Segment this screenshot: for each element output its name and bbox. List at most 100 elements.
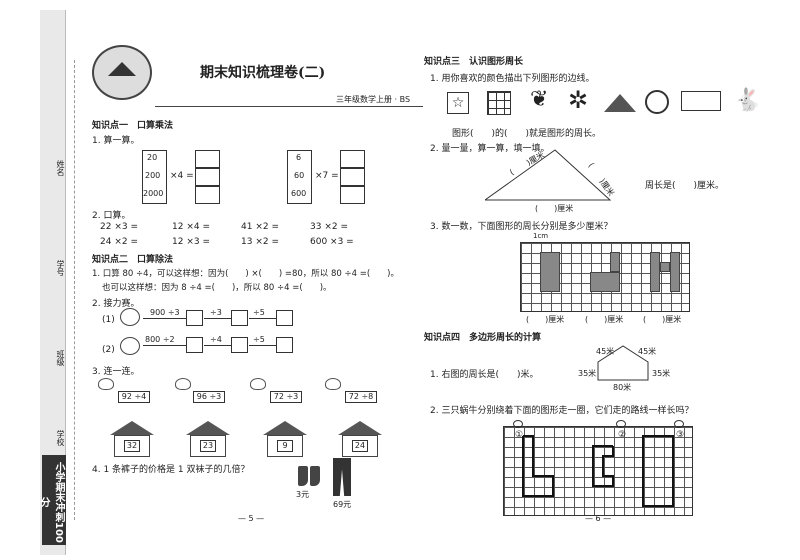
snail-label: ② [618, 430, 627, 440]
relay1-start: 900 ÷3 [150, 308, 180, 317]
triangle-figure [485, 149, 612, 201]
relay1-label: (1) [102, 315, 115, 325]
kp3-q2: 2. 量一量，算一算，填一填。 [430, 144, 550, 154]
oral-calc: 22 ×3 = [100, 222, 138, 232]
envelope-card[interactable]: 92 ÷4 [118, 391, 150, 403]
relay2-label: (2) [102, 345, 115, 355]
pentagon-figure [597, 345, 649, 381]
title-rule [155, 106, 423, 107]
field-school: 学校 [56, 430, 65, 446]
scale-label: 1cm [533, 232, 549, 240]
kp2-q3: 3. 连一连。 [92, 367, 140, 377]
table-b [287, 150, 312, 204]
relay-arrow [143, 345, 186, 346]
bird-icon [175, 378, 191, 390]
page-title: 期末知识梳理卷(二) [200, 65, 326, 81]
clock-icon [645, 90, 669, 114]
shape-h [650, 252, 660, 292]
oral-calc: 13 ×2 = [241, 237, 279, 247]
relay-box[interactable] [186, 310, 203, 326]
bird-icon [325, 378, 341, 390]
sock-icon [298, 466, 308, 486]
relay-arrow [249, 345, 276, 346]
relay1-op1: ÷3 [210, 308, 222, 317]
relay2-start: 800 ÷2 [145, 335, 175, 344]
dim-label: 35米 [652, 369, 671, 378]
snail-label: ③ [676, 430, 685, 440]
star-square-icon: ☆ [447, 92, 469, 114]
relay-arrow [204, 345, 231, 346]
cat-icon [120, 308, 140, 326]
table-b-r3: 600 [291, 189, 307, 198]
sock-price: 3元 [296, 490, 310, 499]
kp3-q3: 3. 数一数，下面图形的周长分别是多少厘米？ [430, 222, 613, 232]
snail-shapes [522, 435, 674, 507]
kp2-title: 知识点二 口算除法 [92, 255, 174, 265]
house-roof [186, 421, 230, 435]
tri-base-label: ( )厘米 [535, 204, 574, 213]
snail-grid [503, 426, 693, 516]
kp3-fill1: 图形( )的( )就是图形的周长。 [452, 129, 602, 139]
kp3-q1: 1. 用你喜欢的颜色描出下列图形的边线。 [430, 74, 595, 84]
envelope-card[interactable]: 96 ÷3 [193, 391, 225, 403]
kp4-title: 知识点四 多边形周长的计算 [424, 333, 542, 343]
kp3-perimeter: 周长是( )厘米。 [645, 181, 725, 191]
house-roof [338, 421, 382, 435]
envelope-card[interactable]: 72 ÷8 [345, 391, 377, 403]
brand-stamp: 小学期末冲刺100分 [38, 455, 66, 545]
relay2-op2: ÷5 [253, 335, 265, 344]
trousers-price: 69元 [333, 500, 352, 509]
house-number: 24 [352, 440, 368, 452]
snail-icon [513, 420, 523, 428]
table-b-op: ×7 = [315, 171, 339, 181]
relay-box[interactable] [276, 337, 293, 353]
field-id: 学号 [56, 260, 65, 276]
envelope-card[interactable]: 72 ÷3 [270, 391, 302, 403]
answer-box[interactable] [195, 186, 220, 204]
answer-box[interactable] [340, 168, 365, 186]
relay-box[interactable] [186, 337, 203, 353]
answer-box[interactable] [195, 150, 220, 168]
field-class: 班级 [56, 350, 65, 366]
kp2-q4: 4. 1 条裤子的价格是 1 双袜子的几倍？ [92, 465, 250, 475]
snail-icon [616, 420, 626, 428]
oral-calc: 12 ×3 = [172, 237, 210, 247]
relay-arrow [143, 318, 186, 319]
sock-icon [310, 466, 320, 486]
relay-box[interactable] [231, 310, 248, 326]
house-roof [263, 421, 307, 435]
answer-label: ( )厘米 [585, 315, 624, 324]
rabbit-icon: 🐇 [734, 88, 762, 113]
house[interactable] [114, 435, 150, 457]
answer-label: ( )厘米 [526, 315, 565, 324]
dim-label: 35米 [578, 369, 597, 378]
relay-box[interactable] [276, 310, 293, 326]
house-number: 32 [124, 440, 140, 452]
kp2-q2: 2. 接力赛。 [92, 299, 140, 309]
shape-h [670, 252, 680, 292]
shape-l [610, 252, 620, 272]
relay-arrow [204, 318, 231, 319]
relay-arrow [249, 318, 276, 319]
table-a-r3: 2000 [143, 189, 164, 198]
house-number: 23 [200, 440, 216, 452]
bird-icon [250, 378, 266, 390]
field-name: 姓名 [56, 160, 65, 176]
house[interactable] [342, 435, 378, 457]
table-a-r1: 20 [147, 153, 158, 162]
answer-box[interactable] [195, 168, 220, 186]
dim-label: 45米 [596, 347, 615, 356]
house[interactable] [190, 435, 226, 457]
house-number: 9 [277, 440, 293, 452]
table-b-r1: 6 [296, 153, 302, 162]
relay-box[interactable] [231, 337, 248, 353]
relay1-op2: ÷5 [253, 308, 265, 317]
house[interactable] [267, 435, 303, 457]
answer-box[interactable] [340, 186, 365, 204]
kp4-q1: 1. 右图的周长是( )米。 [430, 370, 539, 380]
kp1-q2: 2. 口算。 [92, 211, 131, 221]
house-roof [110, 421, 154, 435]
bird-icon [98, 378, 114, 390]
page-number-right: — 6 — [585, 514, 612, 523]
answer-box[interactable] [340, 150, 365, 168]
